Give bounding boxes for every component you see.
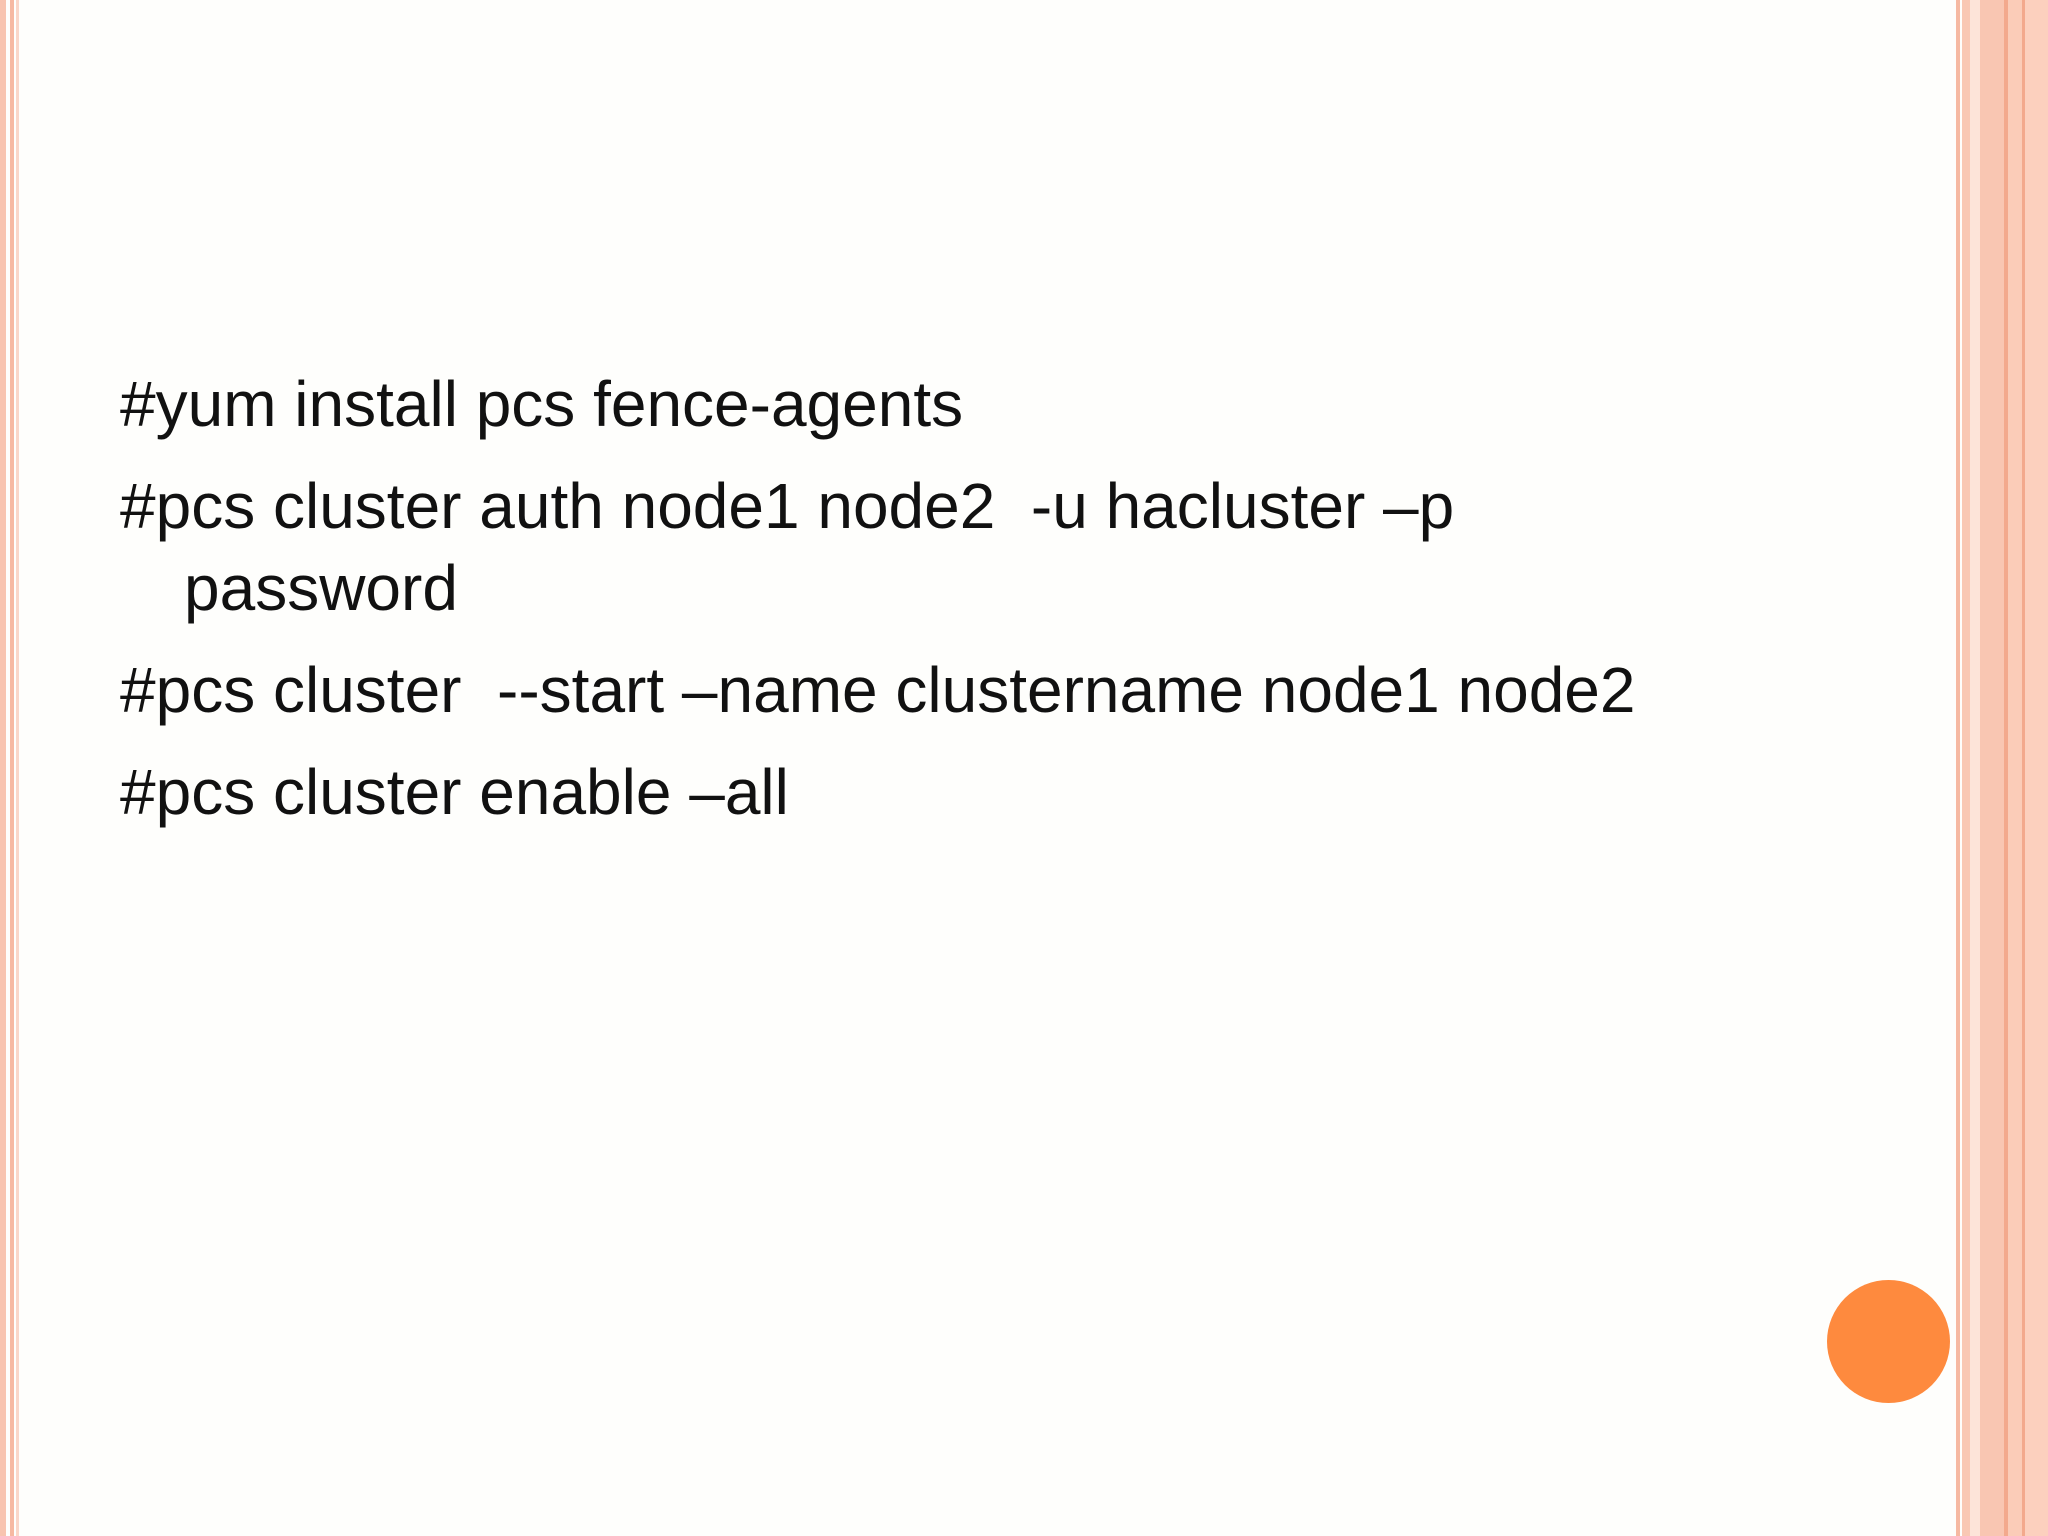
command-line-cluster-auth-text: #pcs cluster auth node1 node2 -u haclust… [120,470,1455,542]
slide-body: #yum install pcs fence-agents #pcs clust… [120,362,1820,852]
right-border-stripe [2025,0,2048,1536]
right-border-stripe [2022,0,2025,1536]
command-line-yum-install: #yum install pcs fence-agents [120,368,964,440]
command-line-cluster-start: #pcs cluster --start –name clustername n… [120,654,1636,726]
right-border-stripe [2008,0,2022,1536]
right-border-stripe [1980,0,2004,1536]
right-border-stripe [1956,0,1960,1536]
orange-circle-decoration [1827,1280,1950,1403]
command-line-cluster-auth: #pcs cluster auth node1 node2 -u haclust… [120,464,1820,630]
command-line-cluster-auth-continuation: password [184,552,458,624]
right-border-stripe [2004,0,2008,1536]
left-border-stripe [10,0,14,1536]
left-border-stripe [16,0,19,1536]
right-border-stripe [1970,0,1980,1536]
command-line-cluster-enable: #pcs cluster enable –all [120,756,789,828]
right-border-stripe [1962,0,1970,1536]
left-border-stripe [0,0,6,1536]
